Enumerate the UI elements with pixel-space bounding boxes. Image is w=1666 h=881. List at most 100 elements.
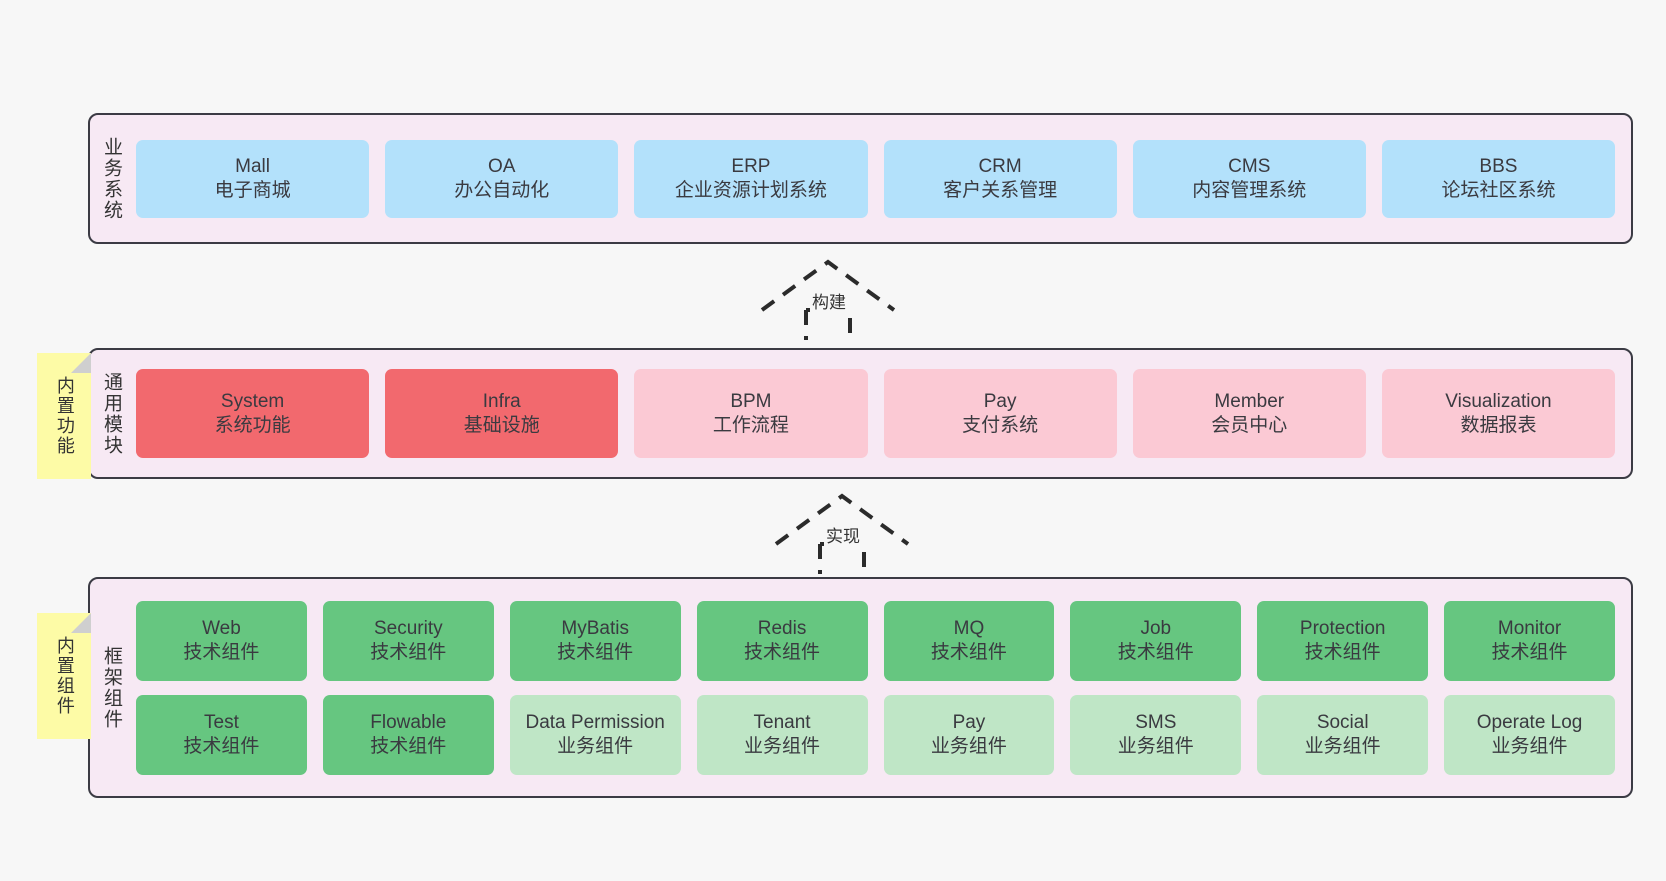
box-flowable-title: Flowable [370,712,447,734]
box-bpm[interactable]: BPM 工作流程 [634,369,868,458]
box-monitor-title: Monitor [1497,618,1562,640]
box-operate-log-title: Operate Log [1476,712,1583,734]
box-job-subtitle: 技术组件 [1117,641,1194,663]
box-pay-module-title: Pay [983,391,1017,413]
box-infra[interactable]: Infra 基础设施 [385,369,619,458]
box-monitor[interactable]: Monitor 技术组件 [1444,600,1615,681]
box-operate-log-subtitle: 业务组件 [1491,735,1568,757]
box-protection[interactable]: Protection 技术组件 [1257,600,1429,681]
box-crm-title: CRM [978,156,1022,178]
layer-framework-component: 框架组件 Web 技术组件 Security 技术组件 MyBatis 技术组件… [88,577,1633,798]
note-builtin-component-label: 内置组件 [54,636,75,716]
layer-business-system: 业务系统 Mall 电子商城 OA 办公自动化 ERP 企业资源计划系统 CRM… [88,113,1633,244]
box-pay-module[interactable]: Pay 支付系统 [883,369,1117,458]
layer-title-framework-component: 框架组件 [100,645,122,730]
box-mall-title: Mall [235,156,270,178]
connector-implement-label: 实现 [824,527,862,547]
box-test[interactable]: Test 技术组件 [136,694,307,775]
box-mall[interactable]: Mall 电子商城 [136,139,370,218]
box-visualization-subtitle: 数据报表 [1460,414,1537,436]
box-bbs-title: BBS [1479,156,1518,178]
box-erp-title: ERP [731,156,771,178]
box-bbs[interactable]: BBS 论坛社区系统 [1381,139,1616,218]
connector-implement: 实现 [772,492,912,574]
box-mybatis-title: MyBatis [561,618,629,640]
note-builtin-function: 内置功能 [37,353,91,479]
box-job-title: Job [1140,618,1172,640]
box-redis-title: Redis [757,618,807,640]
box-protection-title: Protection [1299,618,1386,640]
box-oa[interactable]: OA 办公自动化 [385,139,619,218]
framework-row-1: Web 技术组件 Security 技术组件 MyBatis 技术组件 Redi… [136,600,1615,681]
box-web[interactable]: Web 技术组件 [136,600,307,681]
box-pay-component-title: Pay [952,712,986,734]
box-security-title: Security [373,618,443,640]
box-security[interactable]: Security 技术组件 [322,600,494,681]
box-test-title: Test [204,712,239,734]
box-system[interactable]: System 系统功能 [136,369,370,458]
box-web-subtitle: 技术组件 [183,641,260,663]
box-tenant[interactable]: Tenant 业务组件 [696,694,868,775]
box-bpm-subtitle: 工作流程 [712,414,789,436]
box-cms-subtitle: 内容管理系统 [1192,179,1307,201]
box-sms-title: SMS [1135,712,1177,734]
box-cms-title: CMS [1228,156,1271,178]
layer-body-common-module: System 系统功能 Infra 基础设施 BPM 工作流程 Pay 支付系统… [132,350,1631,477]
note-builtin-component: 内置组件 [37,613,91,739]
box-mybatis-subtitle: 技术组件 [557,641,634,663]
box-test-subtitle: 技术组件 [183,735,260,757]
box-infra-subtitle: 基础设施 [463,414,540,436]
layer-title-business-system: 业务系统 [100,136,122,221]
box-protection-subtitle: 技术组件 [1304,641,1381,663]
box-infra-title: Infra [482,391,521,413]
box-operate-log[interactable]: Operate Log 业务组件 [1444,694,1615,775]
box-flowable-subtitle: 技术组件 [370,735,447,757]
box-flowable[interactable]: Flowable 技术组件 [322,694,494,775]
box-oa-subtitle: 办公自动化 [454,179,550,201]
box-mybatis[interactable]: MyBatis 技术组件 [509,600,681,681]
box-tenant-title: Tenant [753,712,811,734]
box-redis-subtitle: 技术组件 [744,641,821,663]
box-cms[interactable]: CMS 内容管理系统 [1132,139,1366,218]
box-data-permission[interactable]: Data Permission 业务组件 [509,694,681,775]
box-security-subtitle: 技术组件 [370,641,447,663]
framework-row-2: Test 技术组件 Flowable 技术组件 Data Permission … [136,694,1615,775]
layer-body-framework-component: Web 技术组件 Security 技术组件 MyBatis 技术组件 Redi… [132,579,1631,796]
box-pay-component[interactable]: Pay 业务组件 [883,694,1055,775]
box-member[interactable]: Member 会员中心 [1132,369,1366,458]
box-social-title: Social [1316,712,1369,734]
box-visualization[interactable]: Visualization 数据报表 [1381,369,1616,458]
box-mq[interactable]: MQ 技术组件 [883,600,1055,681]
box-erp[interactable]: ERP 企业资源计划系统 [634,139,868,218]
box-social[interactable]: Social 业务组件 [1257,694,1429,775]
box-mall-subtitle: 电子商城 [214,179,291,201]
note-builtin-function-label: 内置功能 [54,376,75,456]
box-crm[interactable]: CRM 客户关系管理 [883,139,1117,218]
layer-body-business-system: Mall 电子商城 OA 办公自动化 ERP 企业资源计划系统 CRM 客户关系… [132,115,1631,242]
connector-build-label: 构建 [810,293,848,313]
box-member-subtitle: 会员中心 [1211,414,1288,436]
layer-common-module: 通用模块 System 系统功能 Infra 基础设施 BPM 工作流程 Pay… [88,348,1633,479]
box-sms-subtitle: 业务组件 [1117,735,1194,757]
layer-title-common-module: 通用模块 [100,371,122,456]
box-erp-subtitle: 企业资源计划系统 [674,179,827,201]
box-data-permission-subtitle: 业务组件 [557,735,634,757]
box-pay-component-subtitle: 业务组件 [930,735,1007,757]
box-bbs-subtitle: 论坛社区系统 [1441,179,1556,201]
box-monitor-subtitle: 技术组件 [1491,641,1568,663]
box-data-permission-title: Data Permission [525,712,665,734]
connector-build: 构建 [758,258,898,340]
box-tenant-subtitle: 业务组件 [744,735,821,757]
box-crm-subtitle: 客户关系管理 [943,179,1058,201]
box-visualization-title: Visualization [1445,391,1552,413]
box-mq-subtitle: 技术组件 [930,641,1007,663]
box-sms[interactable]: SMS 业务组件 [1070,694,1242,775]
box-job[interactable]: Job 技术组件 [1070,600,1242,681]
box-system-title: System [220,391,285,413]
box-system-subtitle: 系统功能 [214,414,291,436]
box-bpm-title: BPM [730,391,772,413]
box-pay-module-subtitle: 支付系统 [962,414,1039,436]
box-oa-title: OA [488,156,516,178]
box-redis[interactable]: Redis 技术组件 [696,600,868,681]
